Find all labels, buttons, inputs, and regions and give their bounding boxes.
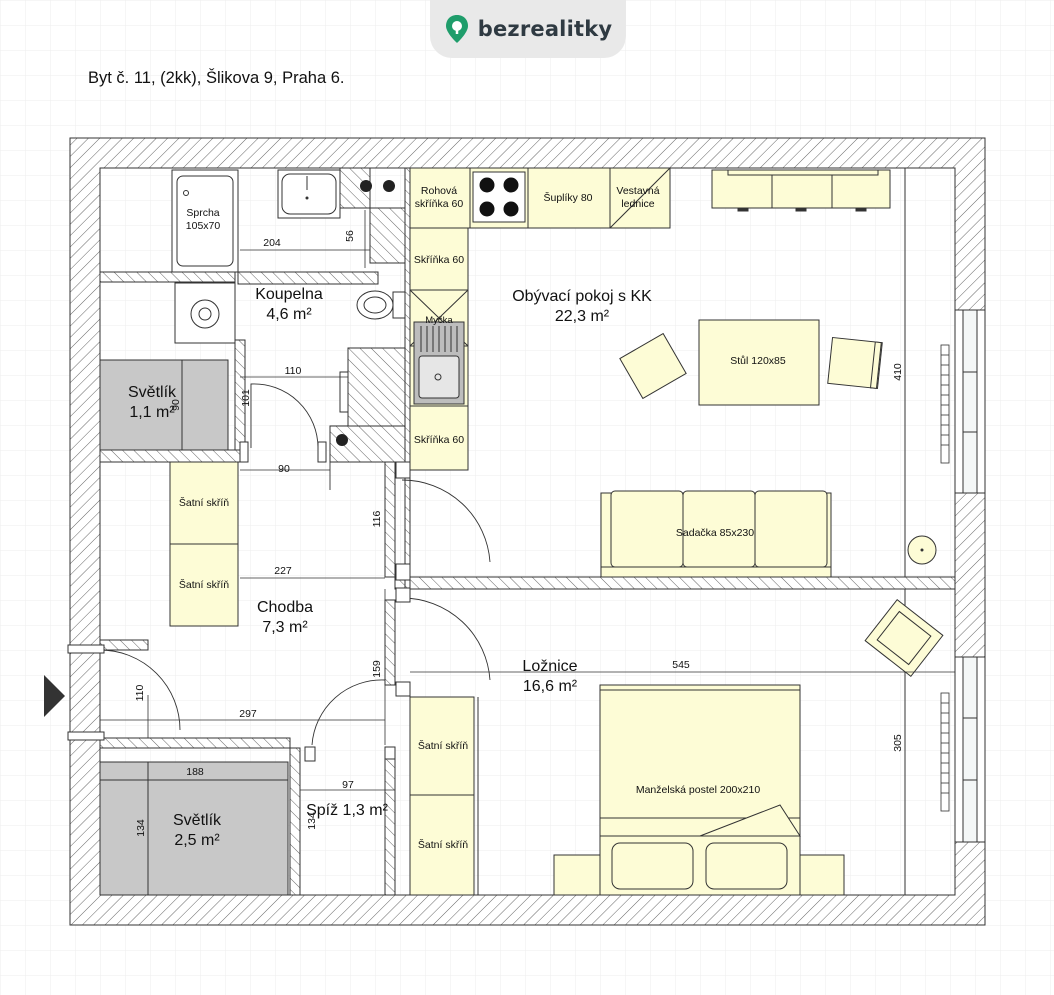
radiator-living — [940, 344, 950, 464]
label-sadacka: Sadačka 85x230 — [675, 527, 755, 539]
dim-134: 134 — [135, 819, 147, 837]
dim-297: 297 — [239, 708, 257, 720]
dim-56: 56 — [344, 230, 356, 242]
windows-bedroom — [954, 656, 986, 843]
label-skrinka-2: Skříňka 60 — [413, 434, 465, 446]
label-supliky: Šuplíky 80 — [543, 192, 593, 204]
drain-icon-2 — [383, 180, 395, 192]
label-satni-skrin-1: Šatní skříň — [178, 497, 230, 509]
pipe-icon — [336, 434, 348, 446]
room-spiz: Spíž 1,3 m² — [306, 802, 388, 819]
label-postel: Manželská postel 200x210 — [635, 784, 761, 796]
dim-90b: 90 — [170, 399, 182, 411]
kitchen-sink — [413, 321, 465, 405]
washing-machine — [174, 282, 236, 344]
sofa — [600, 490, 832, 578]
bedroom-wardrobes — [409, 696, 479, 896]
label-skrinka-1: Skříňka 60 — [413, 254, 465, 266]
dim-305: 305 — [892, 734, 904, 752]
brand-name: bezrealitky — [477, 17, 613, 41]
label-mycka: Myčka — [425, 315, 453, 326]
tv-console — [711, 169, 891, 212]
dim-90: 90 — [278, 463, 290, 475]
dim-159: 159 — [371, 660, 383, 678]
dim-116: 116 — [371, 510, 383, 528]
dim-410: 410 — [892, 363, 904, 381]
dimension-lines — [100, 210, 955, 791]
label-stul: Stůl 120x85 — [730, 355, 786, 367]
cooktop — [472, 171, 526, 223]
interior-walls — [99, 167, 956, 896]
double-bed — [553, 684, 845, 896]
lightwell-1 — [99, 359, 229, 451]
dim-188: 188 — [186, 766, 204, 778]
chair-right — [827, 336, 883, 390]
label-satni-skrin-4: Šatní skříň — [417, 839, 469, 851]
label-satni-skrin-3: Šatní skříň — [417, 740, 469, 752]
entrance-arrow-icon — [44, 675, 65, 717]
door-swings — [99, 383, 491, 746]
dim-97: 97 — [342, 779, 354, 791]
armchair — [864, 598, 944, 678]
radiator-bedroom — [940, 692, 950, 812]
brand-logo[interactable]: bezrealitky — [430, 0, 626, 58]
dim-101: 101 — [240, 389, 252, 407]
dim-110: 110 — [284, 365, 302, 377]
door-frames — [67, 371, 411, 762]
windows-living — [954, 309, 986, 494]
dim-110b: 110 — [134, 684, 146, 702]
drain-icon — [360, 180, 372, 192]
dining-table — [698, 319, 820, 406]
toilet — [356, 290, 406, 320]
hallway-wardrobes — [169, 461, 239, 627]
dim-204: 204 — [263, 237, 281, 249]
dim-134b: 134 — [306, 812, 318, 830]
dim-545: 545 — [672, 659, 690, 671]
plan-title: Byt č. 11, (2kk), Šlikova 9, Praha 6. — [88, 69, 345, 87]
lightwell-2 — [99, 761, 289, 896]
chair-left — [619, 332, 687, 400]
location-pin-icon — [445, 15, 468, 43]
dim-227: 227 — [274, 565, 292, 577]
label-satni-skrin-2: Šatní skříň — [178, 579, 230, 591]
